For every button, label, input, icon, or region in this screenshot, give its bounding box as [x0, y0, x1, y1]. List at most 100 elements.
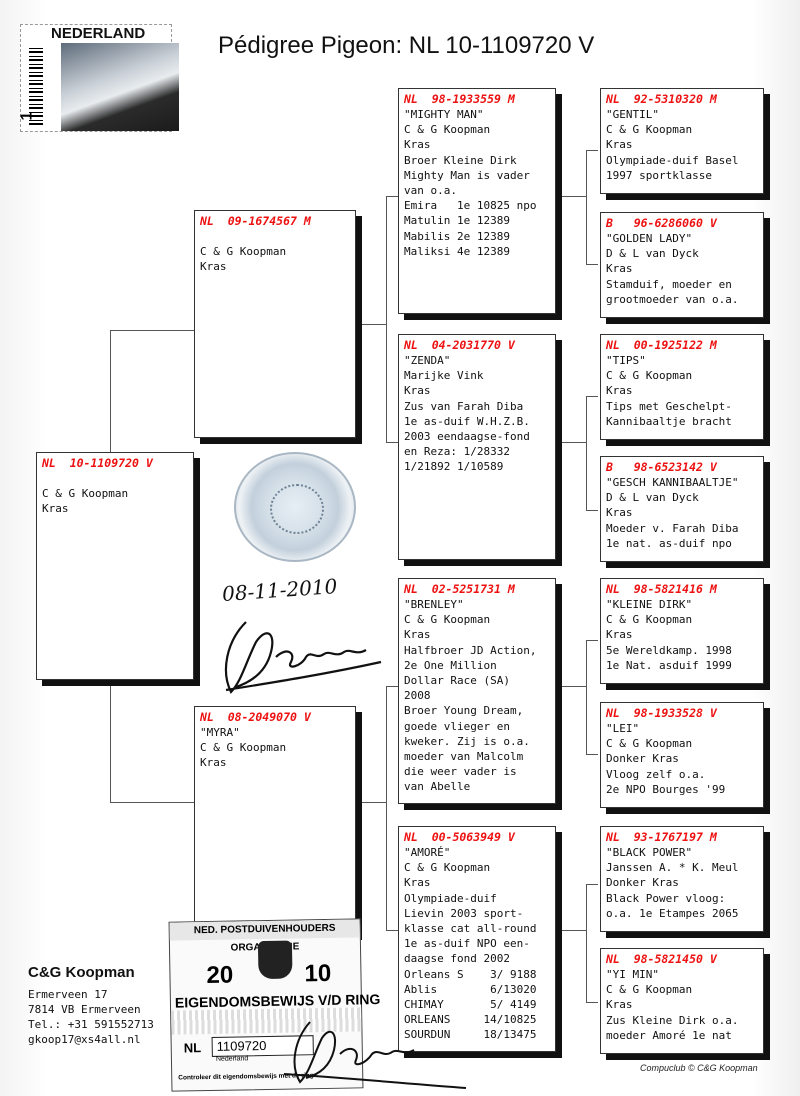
card-sire-sire: NL 98-1933559 M "MIGHTY MAN" C & G Koopm… — [398, 88, 556, 314]
card-line: C & G Koopman — [606, 123, 693, 137]
card-line: "AMORÉ" — [404, 846, 451, 859]
hologram-seal-icon — [234, 452, 356, 562]
card-line: Kras — [606, 628, 633, 642]
owner-email: gkoop17@xs4all.nl — [28, 1033, 141, 1046]
card-line: Stamduif, moeder en — [606, 277, 732, 291]
tree-line — [586, 150, 587, 264]
tree-line — [586, 396, 587, 510]
card-line: Kras — [606, 262, 633, 276]
card-line: Olympiade-duif — [404, 891, 497, 905]
card-line: C & G Koopman — [200, 741, 287, 755]
card-line: Janssen A. * K. Meul — [606, 861, 739, 875]
tree-line — [586, 754, 598, 755]
card-line: C & G Koopman — [404, 123, 491, 137]
card-line: klasse cat all-round — [404, 922, 537, 936]
card-line: Kannibaaltje bracht — [606, 414, 732, 428]
stamp-value: 1 — [18, 111, 36, 121]
ring-number: NL 00-1925122 M — [606, 338, 717, 352]
owner-city: 7814 VB Ermerveen — [28, 1003, 141, 1016]
copyright-text: Compuclub © C&G Koopman — [640, 1063, 758, 1073]
card-line: Emira 1e 10825 npo — [404, 199, 537, 213]
signature-icon — [224, 621, 382, 694]
tree-line — [586, 510, 598, 511]
card-line: C & G Koopman — [42, 487, 129, 501]
card-line: 1/21892 1/10589 — [404, 460, 504, 474]
card-line: en Reza: 1/28332 — [404, 445, 510, 459]
card-line: ORLEANS 14/10825 — [404, 1013, 537, 1027]
card-line: Zus Kleine Dirk o.a. — [606, 1013, 739, 1027]
card-line: 1997 sportklasse — [606, 168, 712, 182]
card-line: D & L van Dyck — [606, 247, 699, 261]
stamp-photo — [61, 43, 179, 131]
owner-name: C&G Koopman — [28, 964, 135, 981]
card-line: moeder Amoré 1e nat — [606, 1028, 732, 1042]
card-line: Halfbroer JD Action, — [404, 643, 537, 657]
ring-number: NL 09-1674567 M — [200, 214, 311, 228]
card-line: Black Power vloog: — [606, 891, 726, 905]
card-sire-dam: NL 04-2031770 V "ZENDA" Marijke Vink Kra… — [398, 334, 556, 560]
tree-line — [386, 930, 398, 931]
card-line — [42, 471, 188, 486]
owner-address: C&G Koopman Ermerveen 17 7814 VB Ermerve… — [28, 964, 154, 1047]
ring-number: NL 10-1109720 V — [42, 456, 153, 470]
card-line: Kras — [200, 756, 227, 770]
card-line: goede vlieger en — [404, 719, 510, 733]
card-line: Kras — [404, 628, 431, 642]
ring-number: NL 98-1933559 M — [404, 92, 515, 106]
card-line: die weer vader is — [404, 765, 517, 779]
tree-line — [110, 678, 111, 802]
tree-line — [556, 930, 586, 931]
card-line — [200, 229, 350, 244]
certificate-nation: Nederland — [215, 1055, 249, 1063]
card-line: 5e Wereldkamp. 1998 — [606, 643, 732, 657]
card-line: Kras — [200, 260, 227, 274]
ring-number: B 98-6523142 V — [606, 460, 717, 474]
card-line: C & G Koopman — [606, 983, 693, 997]
card-line: Broer Kleine Dirk — [404, 153, 517, 167]
card-line: C & G Koopman — [606, 613, 693, 627]
card-great-grandparent: NL 00-1925122 M "TIPS" C & G Koopman Kra… — [600, 334, 764, 440]
tree-line — [556, 686, 586, 687]
tree-line — [586, 396, 598, 397]
card-line: van o.a. — [404, 184, 457, 198]
card-line: "YI MIN" — [606, 968, 659, 981]
card-great-grandparent: NL 98-5821450 V "YI MIN" C & G Koopman K… — [600, 948, 764, 1054]
card-line: "MIGHTY MAN" — [404, 108, 484, 121]
postage-stamp: NEDERLAND 1 — [18, 24, 179, 132]
card-line: 1e as-duif NPO een- — [404, 937, 530, 951]
card-line: Dollar Race (SA) — [404, 674, 510, 688]
tree-line — [586, 264, 598, 265]
card-line: "TIPS" — [606, 354, 646, 367]
card-great-grandparent: NL 98-1933528 V "LEI" C & G Koopman Donk… — [600, 702, 764, 808]
signed-date: 08-11-2010 — [221, 574, 339, 606]
ring-number: NL 98-1933528 V — [606, 706, 717, 720]
card-line: grootmoeder van o.a. — [606, 292, 739, 306]
card-line: Mighty Man is vader — [404, 168, 530, 182]
card-line: SOURDUN 18/13475 — [404, 1028, 537, 1042]
ring-number: NL 98-5821450 V — [606, 952, 717, 966]
card-line: Kras — [404, 384, 431, 398]
tree-line — [586, 884, 598, 885]
page-title: Pédigree Pigeon: NL 10-1109720 V — [218, 32, 595, 59]
card-line: Moeder v. Farah Diba — [606, 521, 739, 535]
tree-line — [586, 640, 598, 641]
card-line: Marijke Vink — [404, 369, 484, 383]
card-line: C & G Koopman — [606, 369, 693, 383]
card-line: CHIMAY 5/ 4149 — [404, 998, 537, 1012]
tree-line — [586, 640, 587, 754]
lion-emblem-icon — [257, 940, 293, 980]
tree-line — [556, 442, 586, 443]
tree-line — [586, 884, 587, 1002]
card-line: daagse fond 2002 — [404, 952, 510, 966]
tree-line — [110, 802, 194, 803]
card-dam-dam: NL 00-5063949 V "AMORÉ" C & G Koopman Kr… — [398, 826, 556, 1052]
certificate-org: NED. POSTDUIVENHOUDERS ORGANISATIE — [169, 919, 360, 954]
card-line: "KLEINE DIRK" — [606, 598, 693, 611]
card-line: 2e NPO Bourges '99 — [606, 782, 726, 796]
tree-line — [586, 150, 598, 151]
card-line: moeder van Malcolm — [404, 750, 524, 764]
card-line: Kras — [42, 502, 69, 516]
card-line: 1e as-duif W.H.Z.B. — [404, 414, 530, 428]
card-line: Matulin 1e 12389 — [404, 214, 510, 228]
hologram-inner — [270, 484, 324, 534]
